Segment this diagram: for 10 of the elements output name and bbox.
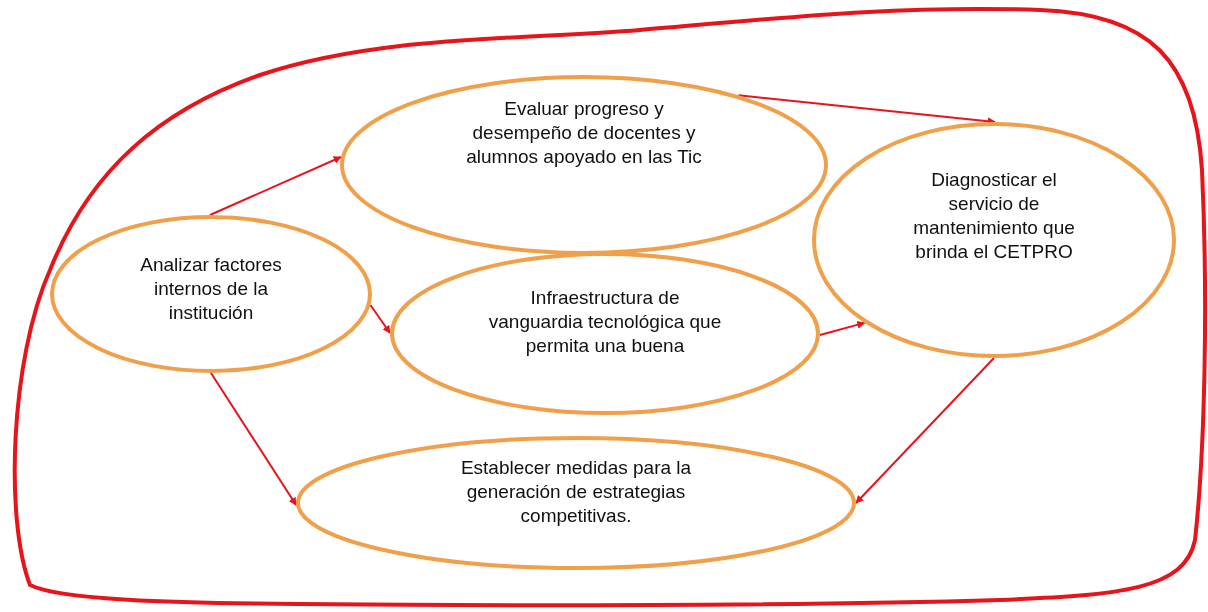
arrow [855, 357, 995, 504]
arrow [369, 304, 391, 334]
node-text: Diagnosticar el servicio de mantenimiento que brinda el CETPRO [912, 168, 1076, 264]
node-text: Evaluar progreso y desempeño de docentes y alumnos apoyado en las Tic [465, 97, 703, 169]
node-text: Establecer medidas para la generación de estrategias competitivas. [459, 456, 693, 528]
node-text: Analizar factores internos de la institución [139, 253, 283, 325]
arrow [209, 156, 342, 216]
node-text: Infraestructura de vanguardia tecnológica que permita una buena [487, 286, 723, 358]
arrow [210, 372, 298, 506]
arrow [819, 320, 866, 336]
